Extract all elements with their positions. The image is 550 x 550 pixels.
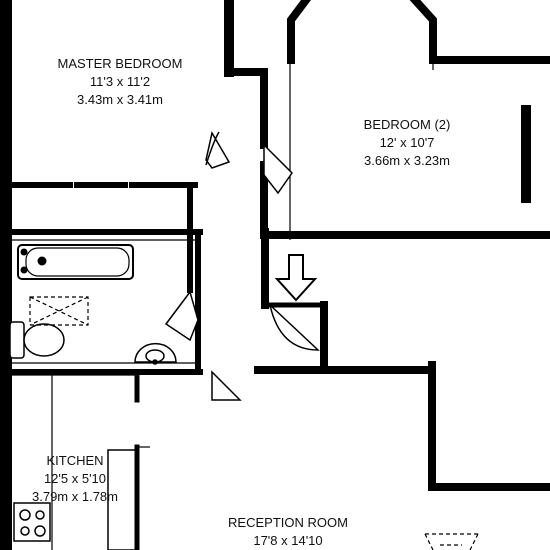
bathroom-door <box>164 290 199 342</box>
rooflight-reception <box>424 533 479 550</box>
kitchen-label: KITCHEN 12'5 x 5'10 3.79m x 1.78m <box>15 452 135 506</box>
master-bedroom-door-swing <box>205 131 220 166</box>
reception-name: RECEPTION ROOM <box>228 515 348 530</box>
kitchen-imperial: 12'5 x 5'10 <box>43 471 107 486</box>
cupboard-door <box>268 302 320 351</box>
rooflight-bathroom <box>29 296 89 326</box>
master-bedroom-imperial: 11'3 x 11'2 <box>89 74 151 89</box>
master-bedroom-label: MASTER BEDROOM 11'3 x 11'2 3.43m x 3.41m <box>50 55 190 109</box>
bay-window <box>287 0 311 64</box>
down-arrow-icon <box>274 254 318 302</box>
reception-imperial: 17'8 x 14'10 <box>253 533 323 548</box>
master-bedroom-metric: 3.43m x 3.41m <box>77 92 163 107</box>
bay-window-right <box>409 0 437 64</box>
hob-icon <box>13 502 51 542</box>
kitchen-name: KITCHEN <box>46 453 104 468</box>
master-bedroom-name: MASTER BEDROOM <box>57 56 183 71</box>
bedroom2-name: BEDROOM (2) <box>363 117 451 132</box>
landing-door <box>211 370 242 401</box>
master-bedroom-door <box>205 130 231 169</box>
basin-icon <box>134 342 177 365</box>
bath-icon <box>17 244 134 280</box>
doors <box>164 130 320 401</box>
thin-walls <box>12 60 434 550</box>
kitchen-worktop <box>107 449 137 550</box>
reception-label: RECEPTION ROOM 17'8 x 14'10 <box>208 514 368 550</box>
bedroom2-metric: 3.66m x 3.23m <box>364 153 450 168</box>
bedroom2-label: BEDROOM (2) 12' x 10'7 3.66m x 3.23m <box>337 116 477 170</box>
bedroom2-imperial: 12' x 10'7 <box>379 135 435 150</box>
bedroom2-door <box>263 143 293 195</box>
kitchen-metric: 3.79m x 1.78m <box>32 489 118 504</box>
toilet-icon <box>9 321 65 359</box>
